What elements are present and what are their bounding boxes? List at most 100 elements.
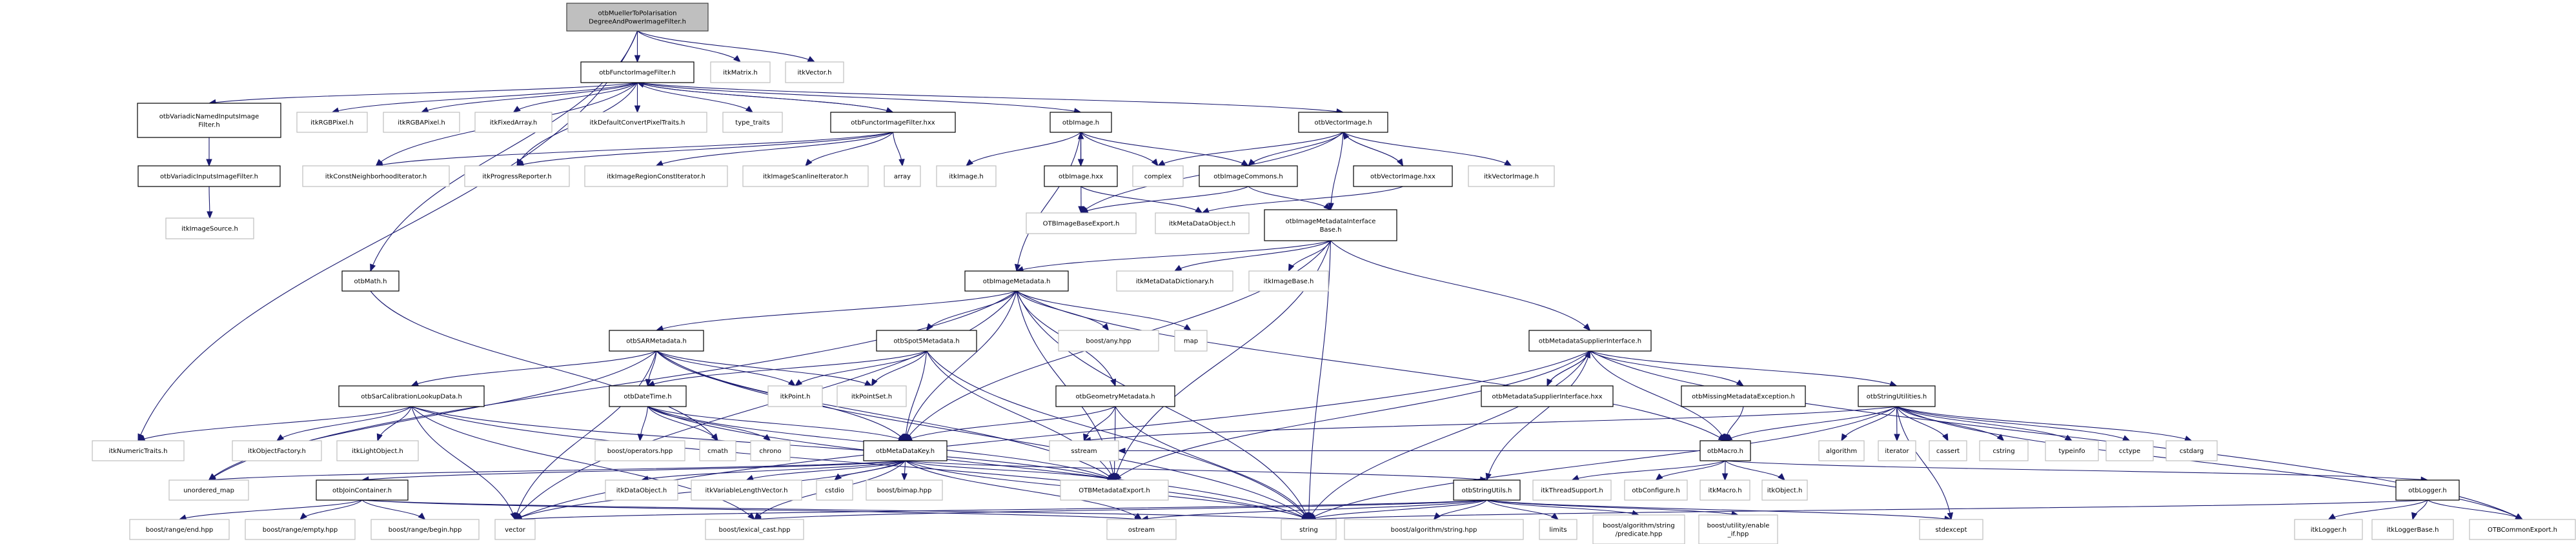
node-functor-h[interactable]: otbFunctorImageFilter.h [580, 61, 695, 83]
node-box[interactable] [1858, 385, 1936, 407]
node-box[interactable] [566, 3, 709, 32]
node-label: boost/any.hpp [1086, 338, 1131, 345]
node-box [705, 519, 804, 540]
edge-otbSARMetadata-to-itkPointSet [656, 350, 873, 387]
node-functor-hxx[interactable]: otbFunctorImageFilter.hxx [830, 112, 956, 133]
node-itkObject: itkObject.h [1761, 479, 1808, 501]
node-box[interactable] [1264, 209, 1397, 241]
node-box[interactable] [609, 385, 687, 407]
node-label: itkVector.h [798, 70, 832, 77]
node-otbStringUtilities[interactable]: otbStringUtilities.h [1858, 385, 1936, 407]
node-otbVectorImage-hxx[interactable]: otbVectorImage.hxx [1353, 165, 1453, 187]
node-box [1026, 212, 1137, 234]
edge-otbJoinContainer-to-boost_range_end [178, 499, 363, 521]
node-missingMd[interactable]: otbMissingMetadataException.h [1681, 385, 1806, 407]
node-box[interactable] [1044, 165, 1118, 187]
node-box[interactable] [137, 103, 281, 138]
node-boost-lexical-cast: boost/lexical_cast.hpp [705, 519, 804, 540]
node-otbMetaDataKey[interactable]: otbMetaDataKey.h [863, 440, 948, 461]
node-box[interactable] [1681, 385, 1806, 407]
node-otbVectorImage-h[interactable]: otbVectorImage.h [1298, 112, 1388, 133]
node-label: itkLogger.h [2311, 527, 2347, 534]
node-root[interactable]: otbMuellerToPolarisationDegreeAndPowerIm… [566, 3, 709, 32]
edge-otbStringUtilities-to-OTBCommonExport [1896, 406, 2524, 520]
node-box[interactable] [580, 61, 695, 83]
node-otbSARMetadata[interactable]: otbSARMetadata.h [609, 330, 704, 352]
edge-line [926, 290, 1017, 331]
edge-line [1725, 406, 1897, 441]
node-box[interactable] [2395, 479, 2460, 501]
node-otbJoinContainer[interactable]: otbJoinContainer.h [316, 479, 409, 501]
node-otbImage-hxx[interactable]: otbImage.hxx [1044, 165, 1118, 187]
node-itkObjectFactory: itkObjectFactory.h [232, 440, 322, 461]
node-otbLogger[interactable]: otbLogger.h [2395, 479, 2460, 501]
edge-line [1174, 240, 1331, 272]
node-label: DegreeAndPowerImageFilter.h [589, 19, 686, 26]
node-box[interactable] [1528, 330, 1652, 352]
node-box[interactable] [341, 270, 400, 292]
node-box[interactable] [338, 385, 485, 407]
node-box[interactable] [1699, 440, 1751, 461]
node-label: otbConfigure.h [1632, 487, 1679, 494]
node-chrono: chrono [750, 440, 791, 461]
edge-line [637, 30, 741, 63]
arrowhead-icon [733, 55, 741, 63]
edge-otbVectorImage_h-to-itkVectorImage [1343, 132, 1512, 166]
node-label: otbImageMetadataInterface [1286, 218, 1376, 225]
edge-otbImageMetadata-to-map [1016, 290, 1192, 331]
node-otbGeometryMetadata[interactable]: otbGeometryMetadata.h [1055, 385, 1175, 407]
edge-functor_hxx-to-itkImageScanline [805, 132, 893, 167]
node-otbSpot5Metadata[interactable]: otbSpot5Metadata.h [876, 330, 977, 352]
node-otbMacro[interactable]: otbMacro.h [1699, 440, 1751, 461]
edge-otbImage_h-to-itkImage [965, 132, 1081, 166]
node-box [2294, 519, 2363, 540]
node-otbImageCommons[interactable]: otbImageCommons.h [1199, 165, 1298, 187]
node-otbImage-h[interactable]: otbImage.h [1050, 112, 1112, 133]
node-box[interactable] [1055, 385, 1175, 407]
node-box[interactable] [1199, 165, 1298, 187]
node-itkLightObject: itkLightObject.h [336, 440, 419, 461]
node-box[interactable] [137, 165, 281, 187]
node-box[interactable] [1298, 112, 1388, 133]
node-array: array [884, 165, 921, 187]
node-otbStringUtils[interactable]: otbStringUtils.h [1453, 479, 1521, 501]
edge-imdInterfaceBase-to-otbImageMetadata [1015, 240, 1331, 272]
node-otbDateTime[interactable]: otbDateTime.h [609, 385, 687, 407]
node-box[interactable] [316, 479, 409, 501]
node-box[interactable] [876, 330, 977, 352]
node-OTBMetadataExport: OTBMetadataExport.h [1060, 479, 1169, 501]
node-label: boost/bimap.hpp [877, 487, 932, 494]
node-variadicInputs[interactable]: otbVariadicInputsImageFilter.h [137, 165, 281, 187]
node-label: itkImageBase.h [1264, 278, 1314, 285]
node-label: itkImageRegionConstIterator.h [607, 174, 705, 181]
node-label: itkLoggerBase.h [2387, 527, 2439, 534]
edge-line [1016, 132, 1082, 272]
node-box[interactable] [609, 330, 704, 352]
node-box[interactable] [1050, 112, 1112, 133]
edge-otbImageCommons-to-OTBImageBaseExport [1080, 186, 1249, 214]
node-mdSupplier-h[interactable]: otbMetadataSupplierInterface.h [1528, 330, 1652, 352]
node-otbMath[interactable]: otbMath.h [341, 270, 400, 292]
node-box [129, 519, 230, 540]
edge-line [1343, 132, 1403, 166]
node-box[interactable] [1353, 165, 1453, 187]
node-box[interactable] [1453, 479, 1521, 501]
node-box [584, 165, 728, 187]
edge-otbStringUtilities-to-cassert [1896, 406, 1949, 442]
node-box[interactable] [1481, 385, 1614, 407]
node-cstdio: cstdio [816, 479, 853, 501]
node-box[interactable] [964, 270, 1069, 292]
node-mdSupplier-hxx[interactable]: otbMetadataSupplierInterface.hxx [1481, 385, 1614, 407]
edge-otbImageMetadata-to-otbSARMetadata [655, 290, 1017, 332]
node-box[interactable] [863, 440, 948, 461]
node-label: itkObject.h [1767, 487, 1803, 494]
node-box[interactable] [830, 112, 956, 133]
node-algorithm: algorithm [1818, 440, 1865, 461]
node-otbImageMetadata[interactable]: otbImageMetadata.h [964, 270, 1069, 292]
edge-otbLogger-to-string [1308, 499, 2428, 523]
node-box [2105, 440, 2154, 461]
node-sarCalib[interactable]: otbSarCalibrationLookupData.h [338, 385, 485, 407]
edge-line [516, 132, 893, 166]
